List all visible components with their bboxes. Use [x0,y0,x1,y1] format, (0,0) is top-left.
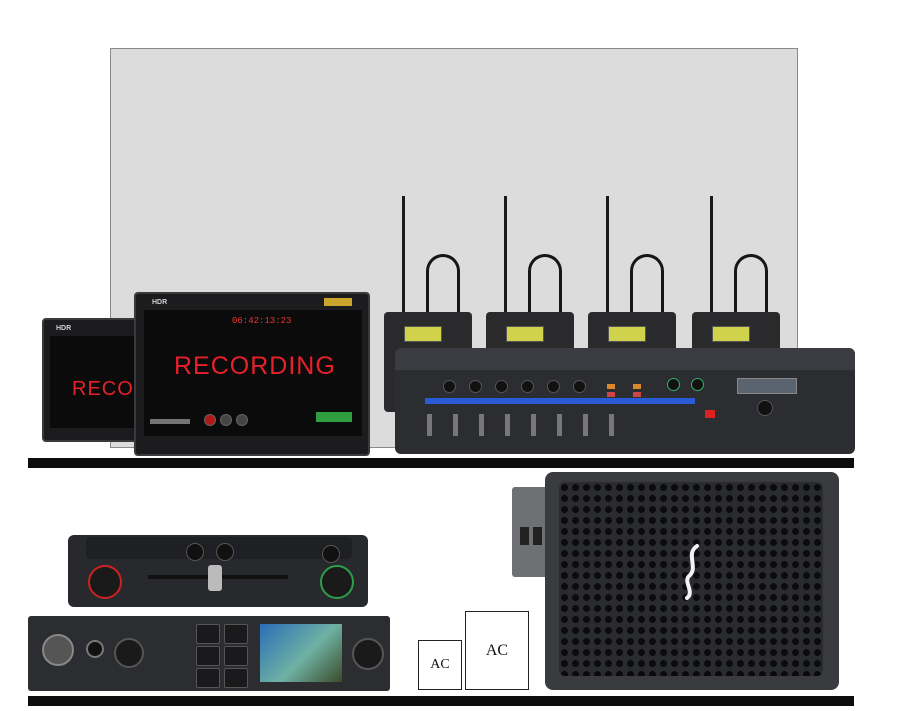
large-recording-text: RECORDING [174,352,336,380]
switcher-knob[interactable] [216,543,234,561]
mixer-display [737,378,797,394]
enclosure-grille [559,482,823,676]
stop-button[interactable] [236,414,248,426]
mixer-top-panel [395,348,855,370]
mixer-blue-strip [425,398,695,404]
switcher-knob[interactable] [186,543,204,561]
bracket-port [520,527,529,545]
transmitter-display [506,326,544,342]
mixer-button[interactable] [607,392,615,397]
channel-fader[interactable] [583,414,588,436]
large-monitor: HDR 06:42:13:23 RECORDING [134,292,370,456]
mixer-knob[interactable] [443,380,456,393]
mixer-knob[interactable] [573,380,586,393]
antenna-icon [606,196,609,314]
source-a-button[interactable] [88,565,122,599]
hdr-label-small: HDR [56,325,72,332]
transmitter-display [608,326,646,342]
mixer-button[interactable] [607,384,615,389]
timecode: 06:42:13:23 [232,316,292,326]
t-bar-handle[interactable] [208,565,222,591]
lav-cable [630,254,664,315]
switcher-knob[interactable] [322,545,340,563]
record-control-button[interactable] [196,624,220,644]
bottom-shelf [28,696,854,706]
channel-fader[interactable] [609,414,614,436]
thunderbolt-logo-icon [685,544,699,600]
channel-fader[interactable] [427,414,432,436]
mixer-knob[interactable] [521,380,534,393]
antenna-icon [504,196,507,314]
volume-knob[interactable] [114,638,144,668]
recorder-lcd [260,624,342,682]
histogram [150,408,190,424]
hdr-badge [324,298,352,306]
play-button[interactable] [220,414,232,426]
mixer-knob[interactable] [495,380,508,393]
mixer-button[interactable] [705,410,715,418]
channel-fader[interactable] [531,414,536,436]
record-control-button[interactable] [196,668,220,688]
transmitter-display [712,326,750,342]
source-b-button[interactable] [320,565,354,599]
ac-label-small: AC [430,657,450,672]
video-switcher [68,535,368,607]
headphone-icon [86,640,104,658]
blackmagic-recorder [28,616,390,691]
record-button[interactable] [204,414,216,426]
record-control-button[interactable] [224,646,248,666]
mixer-knob[interactable] [469,380,482,393]
channel-fader[interactable] [479,414,484,436]
small-recording-text: RECO [72,378,134,400]
ac-box-large: AC [465,611,529,690]
xlr-input-icon [42,634,74,666]
ac-label-large: AC [485,641,509,659]
top-shelf [28,458,854,468]
channel-fader[interactable] [557,414,562,436]
hdr-label-large: HDR [152,299,168,306]
record-control-button[interactable] [224,624,248,644]
transmitter-display [404,326,442,342]
lav-cable [734,254,768,315]
mixer-knob[interactable] [691,378,704,391]
channel-fader[interactable] [505,414,510,436]
mixer-knob[interactable] [547,380,560,393]
antenna-icon [402,196,405,314]
antenna-icon [710,196,713,314]
audio-mixer [395,348,855,454]
lav-cable [528,254,562,315]
mixer-jog-knob[interactable] [757,400,773,416]
jog-wheel[interactable] [352,638,384,670]
record-control-button[interactable] [224,668,248,688]
audio-meter [316,412,352,422]
expansion-enclosure [545,472,839,690]
record-control-button[interactable] [196,646,220,666]
mixer-button[interactable] [633,384,641,389]
large-monitor-screen: 06:42:13:23 RECORDING [144,310,362,436]
mixer-knob[interactable] [667,378,680,391]
channel-fader[interactable] [453,414,458,436]
lav-cable [426,254,460,315]
mixer-button[interactable] [633,392,641,397]
bracket-port [533,527,542,545]
ac-box-small: AC [418,640,462,690]
